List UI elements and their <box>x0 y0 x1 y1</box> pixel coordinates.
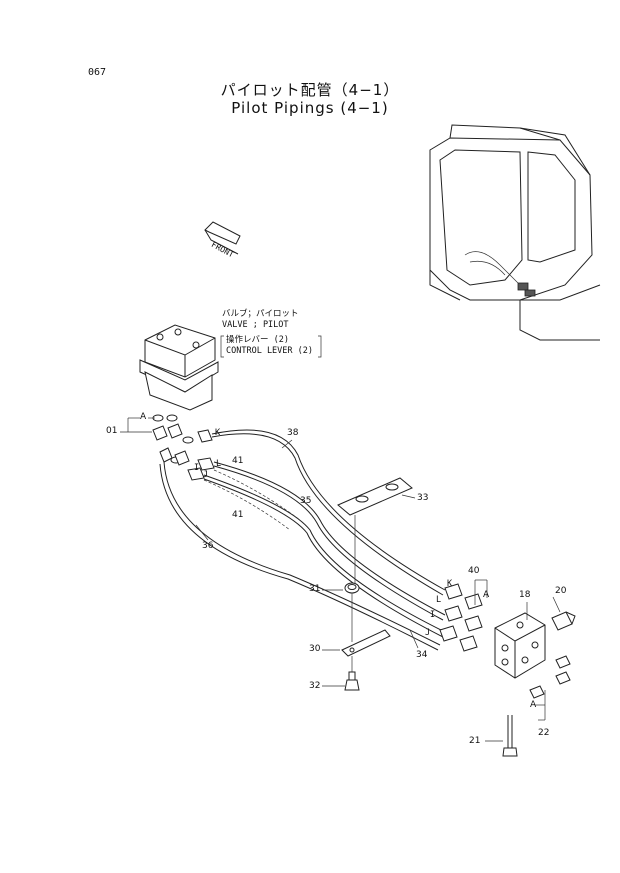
connector-fittings-40 <box>439 583 483 652</box>
callout-38: 38 <box>287 428 299 438</box>
callout-31: 31 <box>309 584 321 594</box>
plate-30 <box>341 629 391 657</box>
callout-40: 40 <box>468 566 480 576</box>
port-label-k-block: K <box>447 579 453 589</box>
callout-21: 21 <box>469 736 481 746</box>
callout-33: 33 <box>417 493 429 503</box>
callout-a-connector: A <box>483 590 490 600</box>
plugs-22 <box>529 655 571 699</box>
callout-41-lower: 41 <box>232 510 244 520</box>
bolt-32 <box>344 671 360 691</box>
lever-caption-english: CONTROL LEVER (2) <box>226 346 313 356</box>
bolt-21 <box>502 715 518 757</box>
valve-fittings <box>152 414 215 481</box>
valve-caption-japanese: バルブ；パイロット <box>222 309 299 319</box>
port-label-k-valve: K <box>215 428 221 438</box>
port-label-j-valve: J <box>203 470 209 480</box>
page-title-japanese: パイロット配管（4−1） <box>220 81 400 99</box>
caption-brackets <box>220 335 322 358</box>
port-label-l-block: L <box>436 595 442 605</box>
clamp-31 <box>344 582 360 594</box>
hose-lines <box>159 429 446 651</box>
cab-illustration <box>429 124 601 341</box>
page-number: 067 <box>88 67 107 78</box>
manifold-block-18 <box>494 612 546 679</box>
callout-a-plug: A <box>530 700 537 710</box>
callout-30: 30 <box>309 644 321 654</box>
callout-a-valve: A <box>140 412 147 422</box>
callout-22: 22 <box>538 728 550 738</box>
plug-20 <box>551 611 576 631</box>
callout-35: 35 <box>300 496 312 506</box>
callout-18: 18 <box>519 590 531 600</box>
valve-caption-english: VALVE ; PILOT <box>222 320 289 330</box>
callout-36: 36 <box>202 541 214 551</box>
callout-34: 34 <box>416 650 428 660</box>
callout-32: 32 <box>309 681 321 691</box>
port-label-l-valve: L <box>216 459 222 469</box>
pilot-valve-illustration <box>139 324 219 411</box>
port-label-j-block: J <box>425 628 431 638</box>
callout-41-upper: 41 <box>232 456 244 466</box>
port-label-i-block: I <box>430 610 436 620</box>
page-title-english: Pilot Pipings (4−1) <box>231 99 389 117</box>
lever-caption-japanese: 操作レバー (2) <box>226 335 289 345</box>
leader-lines <box>120 417 561 742</box>
bracket-plate-33 <box>337 477 413 516</box>
port-label-i-valve: I <box>194 463 200 473</box>
callout-01: 01 <box>106 426 118 436</box>
front-arrow-icon <box>204 221 241 255</box>
callout-20: 20 <box>555 586 567 596</box>
